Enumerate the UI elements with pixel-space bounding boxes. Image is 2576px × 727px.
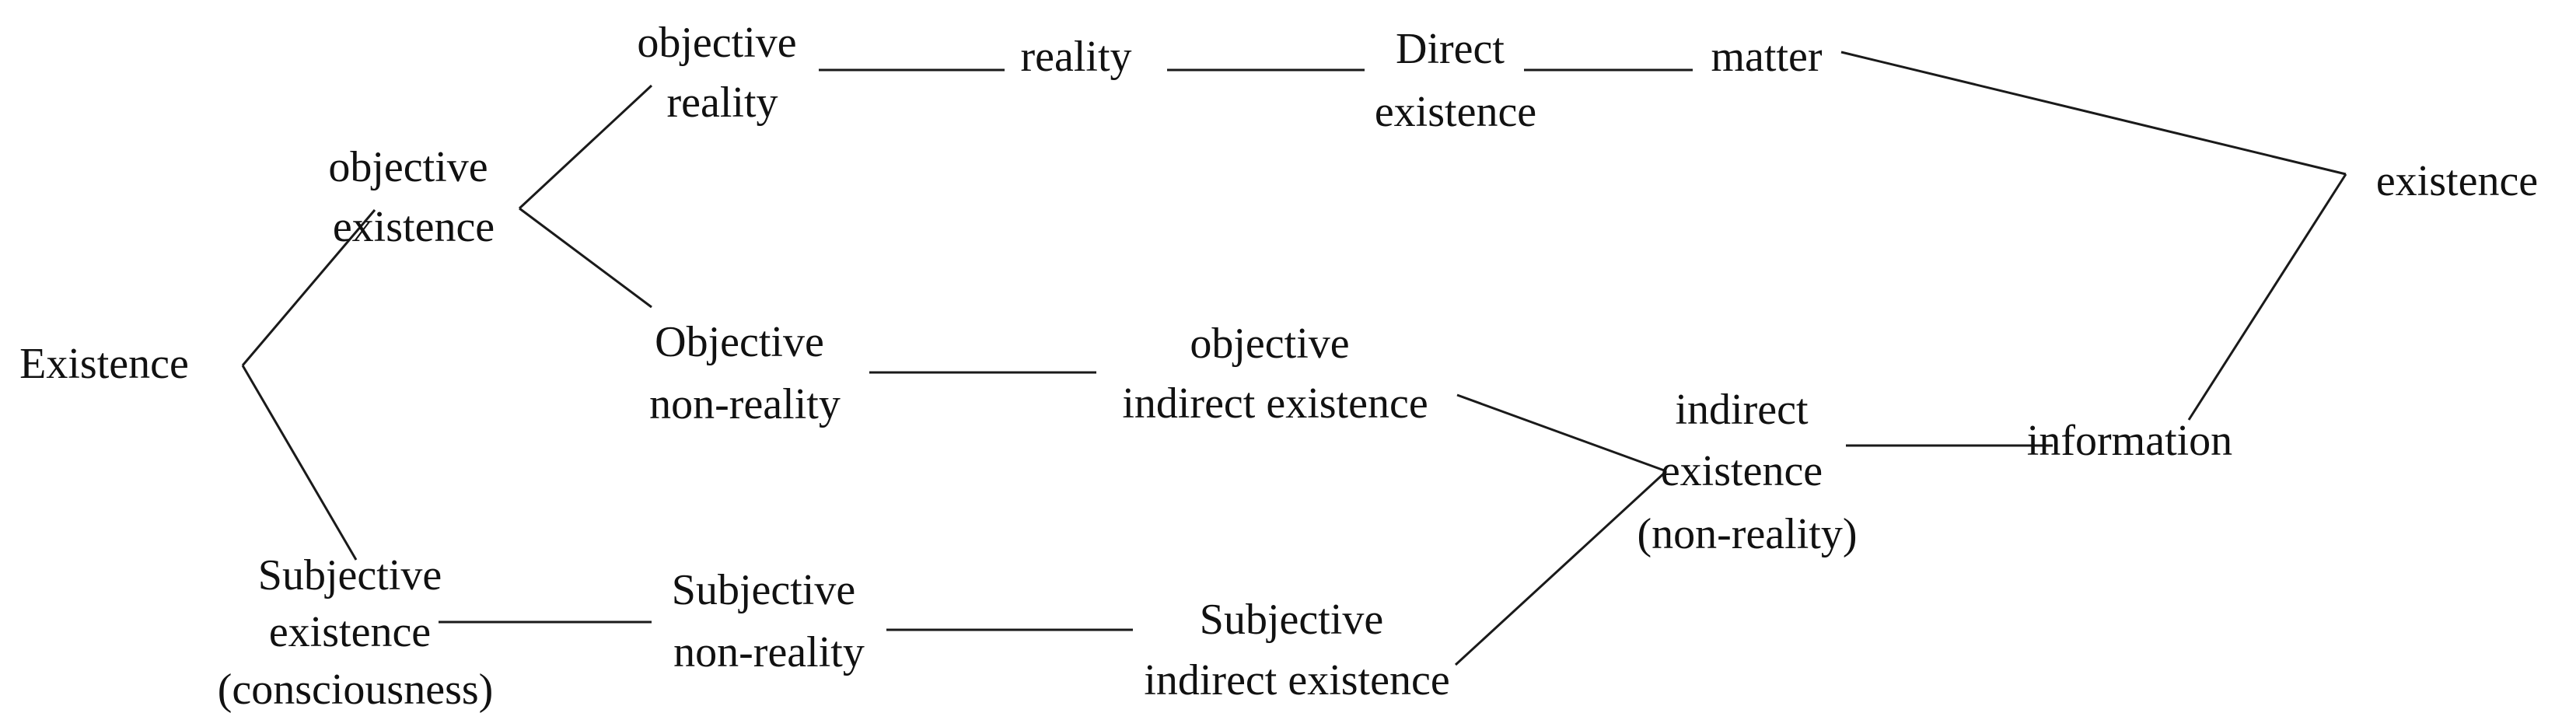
node-indirect-existence: indirect existence (non-reality) [1638, 386, 1858, 558]
edge-existence-information [2187, 173, 2347, 421]
node-objective-existence: objective existence [328, 143, 498, 251]
edges [241, 51, 2347, 666]
node-existence-root: Existence [19, 340, 189, 388]
edge-matter-existence [1840, 51, 2347, 176]
edge-subjective-indirect-indirect-existence [1454, 470, 1668, 666]
node-objective-reality: objective reality [637, 19, 807, 127]
edge-objective-indirect-indirect-existence [1456, 393, 1667, 473]
node-subjective-non-reality: Subjective non-reality [672, 566, 866, 676]
edge-existence-subjective-existence [241, 365, 358, 561]
edge-existence-objective-existence [241, 209, 376, 366]
node-reality: reality [1020, 33, 1131, 81]
node-subjective-indirect-existence: Subjective indirect existence [1144, 596, 1449, 704]
edge-objective-existence-objective-reality [518, 84, 653, 210]
node-subjective-existence: Subjective existence (consciousness) [218, 551, 494, 714]
node-existence-right: existence [2376, 157, 2538, 205]
node-information: information [2027, 417, 2232, 465]
node-objective-indirect-existence: objective indirect existence [1122, 320, 1428, 428]
nodes: Existence objective existence Subjective… [19, 19, 2538, 714]
edge-objective-existence-objective-non-reality [519, 207, 652, 309]
node-direct-existence: Direct existence [1375, 25, 1536, 136]
node-objective-non-reality: Objective non-reality [649, 318, 841, 428]
node-matter: matter [1711, 33, 1822, 81]
